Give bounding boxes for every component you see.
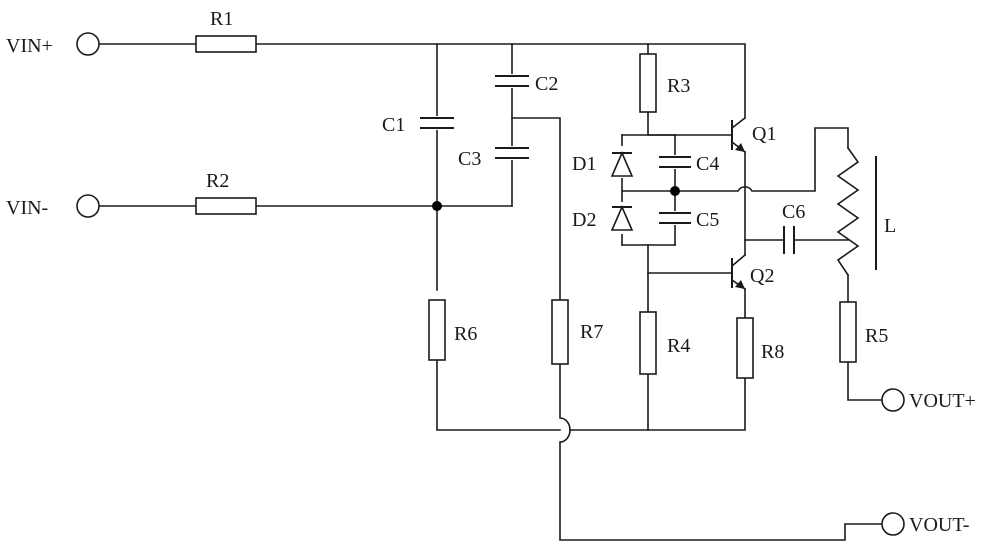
c2-gap (495, 74, 529, 88)
r6-label: R6 (454, 323, 477, 345)
r4-label: R4 (667, 335, 690, 357)
vin-plus-label: VIN+ (6, 35, 53, 57)
r3-label: R3 (667, 75, 690, 97)
c6-label: C6 (782, 201, 805, 223)
l-label: L (884, 215, 896, 237)
c4-gap (659, 155, 693, 169)
wire-r7-bottom (559, 363, 883, 541)
wire-r6-bottom (436, 359, 561, 431)
q2-transistor (730, 253, 747, 291)
d2-label: D2 (572, 209, 596, 231)
r8-label: R8 (761, 341, 784, 363)
vin-plus-terminal (76, 32, 100, 56)
c5-gap (659, 211, 693, 225)
c5-label: C5 (696, 209, 719, 231)
vin-minus-label: VIN- (6, 197, 48, 219)
r7-resistor (551, 299, 569, 365)
wire-r7-top (511, 117, 561, 301)
r5-resistor (839, 301, 857, 363)
c1-label: C1 (382, 114, 405, 136)
vout-minus-terminal (881, 512, 905, 536)
c4-label: C4 (696, 153, 719, 175)
c1-gap (420, 116, 454, 130)
c3-label: C3 (458, 148, 481, 170)
r8-resistor (736, 317, 754, 379)
d2-diode (610, 202, 634, 234)
vout-minus-label: VOUT- (909, 514, 969, 536)
r2-resistor (195, 197, 257, 215)
l-inductor (836, 146, 877, 277)
wire-vin-plus (99, 43, 746, 119)
wire-r3-q1-base (647, 111, 733, 136)
r3-resistor (639, 53, 657, 113)
wire-ladder-mid (621, 127, 849, 192)
vout-plus-terminal (881, 388, 905, 412)
r1-resistor (195, 35, 257, 53)
vout-plus-label: VOUT+ (909, 390, 976, 412)
q2-label: Q2 (750, 265, 774, 287)
vin-minus-terminal (76, 194, 100, 218)
r4-resistor (639, 311, 657, 375)
d1-diode (610, 146, 634, 178)
wire-bottom-rail (569, 377, 746, 431)
r5-label: R5 (865, 325, 888, 347)
r2-label: R2 (206, 170, 229, 192)
c2-label: C2 (535, 73, 558, 95)
q1-label: Q1 (752, 123, 776, 145)
junction-dot-ladder (670, 186, 680, 196)
r7-label: R7 (580, 321, 603, 343)
wire-r5-vout (847, 361, 883, 401)
q1-transistor (730, 116, 747, 154)
junction-dot-vin-minus (432, 201, 442, 211)
d1-label: D1 (572, 153, 596, 175)
r1-label: R1 (210, 8, 233, 30)
wires (99, 43, 883, 541)
c3-gap (495, 146, 529, 160)
r6-resistor (428, 299, 446, 361)
